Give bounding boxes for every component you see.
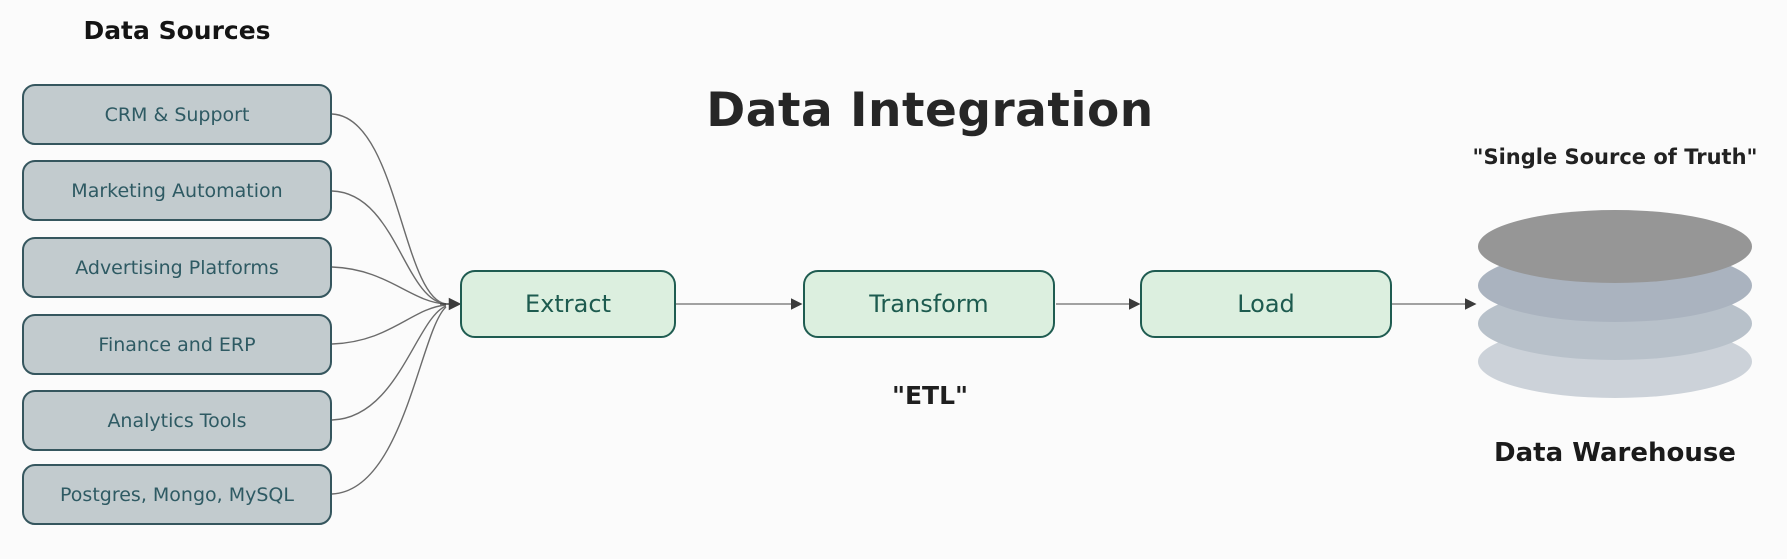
etl-caption: "ETL" (891, 381, 969, 410)
connector-curve-analytics (331, 305, 447, 421)
connector-curve-databases (331, 306, 447, 495)
source-box-finance-erp: Finance and ERP (22, 314, 332, 375)
step-box-load: Load (1140, 270, 1392, 338)
connector-curve-marketing (331, 190, 447, 305)
single-source-of-truth-caption: "Single Source of Truth" (1472, 145, 1758, 169)
source-box-crm-support: CRM & Support (22, 84, 332, 145)
data-warehouse-label: Data Warehouse (1494, 438, 1736, 468)
connector-curve-advertising (331, 266, 447, 305)
source-box-databases: Postgres, Mongo, MySQL (22, 464, 332, 525)
step-box-extract: Extract (460, 270, 676, 338)
source-box-analytics-tools: Analytics Tools (22, 390, 332, 451)
source-box-marketing-automation: Marketing Automation (22, 160, 332, 221)
warehouse-disk-top (1478, 210, 1752, 283)
source-box-advertising-platforms: Advertising Platforms (22, 237, 332, 298)
step-box-transform: Transform (803, 270, 1055, 338)
data-sources-heading: Data Sources (83, 16, 271, 45)
connector-curve-finance (331, 304, 447, 345)
connector-curve-crm (331, 113, 447, 305)
page-title: Data Integration (706, 83, 1154, 138)
